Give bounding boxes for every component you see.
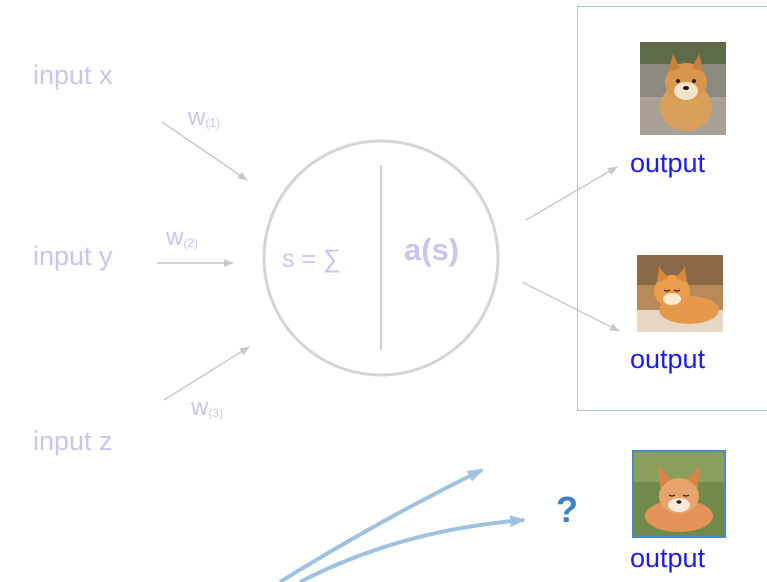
weight-1-symbol: w (188, 104, 206, 131)
input-z-label: input z (33, 426, 113, 456)
weight-3-subscript: (3) (208, 406, 224, 420)
input-y-label: input y (33, 241, 113, 271)
neuron-circle (262, 139, 500, 377)
weight-2-symbol: w (166, 224, 184, 251)
weight-3-symbol: w (191, 394, 209, 421)
weight-1-label: w(1) (188, 106, 220, 130)
sum-function-label: s = ∑ (282, 245, 341, 273)
dog-image (640, 42, 726, 135)
orange-cat-icon (637, 255, 723, 332)
cat-output-label: output (630, 344, 706, 374)
arrow-input-z (163, 346, 250, 401)
weight-1-subscript: (1) (205, 116, 221, 130)
arrow-output-dog (525, 166, 618, 221)
input-x-label: input x (33, 60, 113, 90)
arrow-blue-upper (278, 468, 484, 582)
fox-cub-icon (634, 452, 724, 536)
weight-3-label: w(3) (191, 396, 223, 420)
arrow-blue-lower (299, 515, 526, 582)
shiba-dog-icon (640, 42, 726, 135)
cat-image (637, 255, 723, 332)
arrow-output-cat (521, 281, 620, 332)
arrow-input-x (161, 121, 248, 181)
known-outputs-box (577, 6, 767, 411)
weight-2-subscript: (2) (183, 236, 199, 250)
weight-2-label: w(2) (166, 226, 198, 250)
unknown-marker: ? (556, 489, 578, 530)
fox-output-label: output (630, 543, 706, 573)
activation-function-label: a(s) (404, 232, 460, 267)
dog-output-label: output (630, 148, 706, 178)
fox-image (632, 450, 726, 538)
